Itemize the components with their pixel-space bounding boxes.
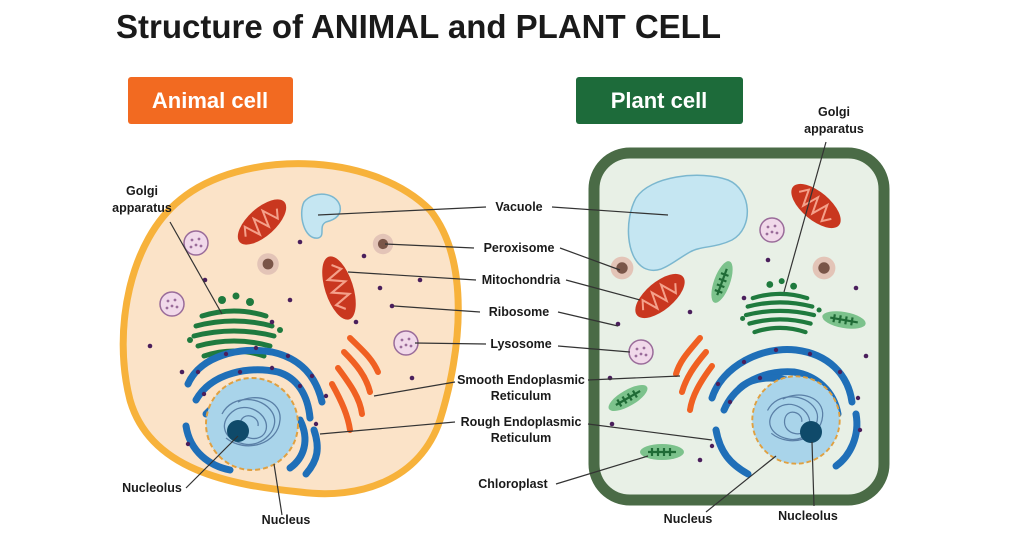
plant-nucleus (751, 375, 841, 465)
plant-cell-badge (576, 77, 743, 124)
animal-nucleolus (227, 420, 249, 442)
animal-cell (119, 160, 462, 498)
animal-label-nucleolus: Nucleolus (122, 481, 182, 495)
label-lysosome: Lysosome (490, 337, 551, 351)
label-ribosome: Ribosome (489, 305, 549, 319)
animal-lysosome-3 (393, 330, 419, 356)
label-rough-er-2: Reticulum (491, 431, 551, 445)
label-vacuole: Vacuole (495, 200, 542, 214)
plant-vacuole (627, 174, 748, 272)
plant-smooth-er (673, 335, 715, 413)
plant-lysosome-2 (628, 339, 654, 365)
animal-lysosome-1 (183, 230, 209, 256)
plant-label-golgi-2: apparatus (804, 122, 864, 136)
animal-smooth-er (329, 335, 381, 433)
label-mitochondria: Mitochondria (482, 273, 562, 287)
animal-label-nucleus: Nucleus (262, 513, 311, 527)
animal-lysosome-2 (159, 291, 185, 317)
plant-nucleolus (800, 421, 822, 443)
plant-peroxisome-2 (812, 256, 836, 280)
leader-lines (169, 141, 827, 516)
plant-label-nucleolus: Nucleolus (778, 509, 838, 523)
plant-cell (588, 147, 890, 506)
label-peroxisome: Peroxisome (484, 241, 555, 255)
label-rough-er-1: Rough Endoplasmic (461, 415, 582, 429)
animal-cell-badge-text: Animal cell (152, 88, 268, 113)
plant-lysosome-1 (759, 217, 785, 243)
plant-chloroplast-4 (638, 442, 686, 462)
label-smooth-er-2: Reticulum (491, 389, 551, 403)
label-smooth-er-1: Smooth Endoplasmic (457, 373, 585, 387)
plant-cell-badge-text: Plant cell (611, 88, 708, 113)
animal-label-golgi-1: Golgi (126, 184, 158, 198)
animal-label-golgi-2: apparatus (112, 201, 172, 215)
plant-label-nucleus: Nucleus (664, 512, 713, 526)
animal-vacuole (300, 193, 342, 239)
animal-cell-badge (128, 77, 293, 124)
label-chloroplast: Chloroplast (478, 477, 548, 491)
plant-label-golgi-1: Golgi (818, 105, 850, 119)
animal-peroxisome-2 (257, 253, 279, 275)
animal-nucleus (205, 377, 299, 471)
page-title: Structure of ANIMAL and PLANT CELL (116, 8, 721, 45)
